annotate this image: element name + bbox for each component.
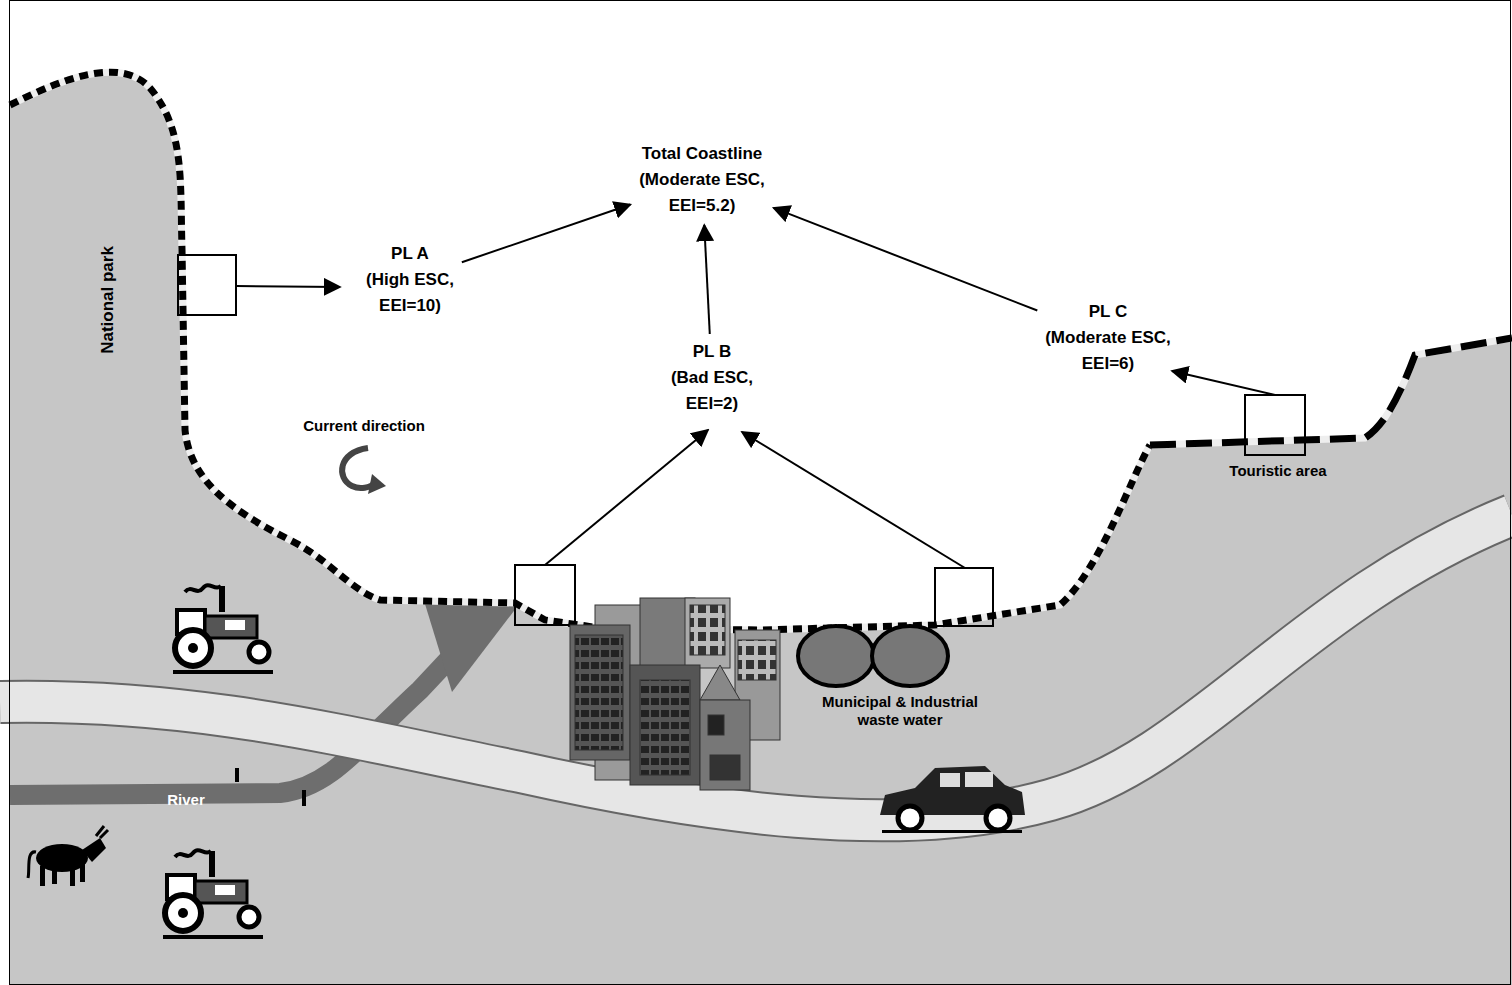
leader-arrow [1172, 371, 1275, 395]
label-line: EEI=5.2) [639, 193, 765, 219]
city-buildings [570, 598, 780, 790]
label-line: (Bad ESC, [671, 365, 753, 391]
leader-arrow [545, 430, 708, 565]
bull-icon [82, 838, 106, 862]
bull-icon [28, 826, 108, 886]
sample-square [935, 568, 993, 626]
city-buildings [570, 625, 630, 760]
label-line: EEI=2) [671, 391, 753, 417]
coastline [10, 72, 1150, 630]
label-line: (Moderate ESC, [639, 167, 765, 193]
city-buildings [700, 700, 750, 790]
map-label: Current direction [303, 417, 425, 435]
sample-square [1245, 395, 1305, 455]
coastline [1150, 338, 1512, 445]
current-arrow [342, 448, 386, 494]
city-buildings [710, 755, 740, 780]
current-arrow [368, 474, 386, 494]
city-buildings [630, 665, 700, 785]
car-icon [940, 773, 960, 787]
tractor-icon [163, 850, 263, 939]
label-line: PL B [671, 339, 753, 365]
sample-square [178, 255, 236, 315]
city-buildings [700, 665, 740, 700]
coastline [1150, 338, 1512, 445]
city-buildings [685, 598, 730, 668]
label-text: PL C (Moderate ESC, EEI=6) [1045, 299, 1171, 377]
bull-icon [28, 852, 36, 878]
river [425, 603, 520, 692]
arrow-connector [774, 208, 1038, 311]
sample-square [178, 255, 1305, 626]
map-label: River [167, 791, 205, 809]
label-line: EEI=10) [366, 293, 454, 319]
car-icon [880, 766, 1025, 833]
label-text: PL B (Bad ESC, EEI=2) [671, 339, 753, 417]
label-line: PL A [366, 241, 454, 267]
waste-water-pond [798, 626, 874, 686]
car-icon [965, 772, 993, 787]
road [302, 790, 306, 806]
road [0, 515, 1512, 820]
label-text: PL A (High ESC, EEI=10) [366, 241, 454, 319]
tractor-icon [173, 585, 273, 674]
road [0, 515, 1512, 820]
city-buildings [575, 635, 623, 750]
coastline [10, 72, 1512, 630]
map-label: Municipal & Industrial waste water [800, 693, 1000, 729]
site-label: PL B (Bad ESC, EEI=2) [665, 336, 759, 420]
label-line: (Moderate ESC, [1045, 325, 1171, 351]
city-buildings [640, 680, 690, 775]
site-label: PL A (High ESC, EEI=10) [360, 238, 460, 322]
city-buildings [690, 605, 725, 655]
land [10, 72, 1512, 985]
car-icon [898, 806, 922, 830]
road [235, 768, 239, 782]
bull-icon [70, 866, 75, 886]
site-label: Total Coastline (Moderate ESC, EEI=5.2) [633, 138, 771, 222]
label-text: Total Coastline (Moderate ESC, EEI=5.2) [639, 141, 765, 219]
label-line: Total Coastline [639, 141, 765, 167]
bull-icon [52, 866, 57, 884]
frame [10, 1, 1511, 985]
label-line: EEI=6) [1045, 351, 1171, 377]
city-buildings [738, 640, 776, 680]
label-line: PL C [1045, 299, 1171, 325]
bull-icon [40, 866, 45, 886]
coastline [10, 72, 1150, 630]
label-line: (High ESC, [366, 267, 454, 293]
site-label: PL C (Moderate ESC, EEI=6) [1039, 296, 1177, 380]
bull-icon [96, 826, 108, 838]
waste-water-pond [798, 626, 948, 686]
car-icon [882, 830, 1022, 833]
map-label: Touristic area [1229, 462, 1326, 480]
city-buildings [708, 715, 724, 735]
leader-arrow [236, 286, 340, 287]
leader-arrow [742, 432, 965, 568]
leader-arrow [236, 286, 1275, 568]
arrow-connector [462, 205, 631, 263]
sample-square [515, 565, 575, 625]
map-label: National park [98, 246, 118, 354]
arrow-connector [704, 225, 710, 334]
bull-icon [80, 864, 85, 882]
road [0, 515, 1512, 820]
waste-water-pond [872, 626, 948, 686]
car-icon [986, 806, 1010, 830]
